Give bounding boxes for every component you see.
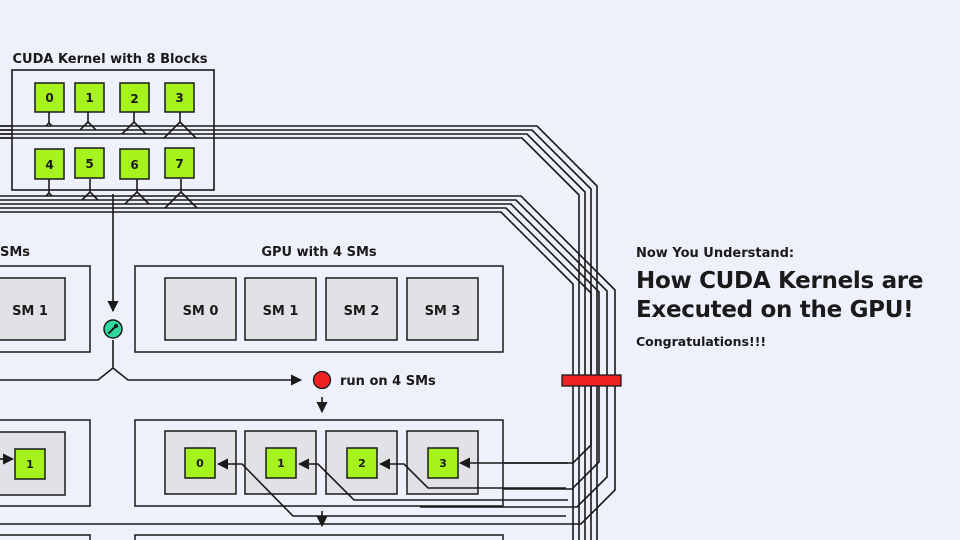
run-status: run on 4 SMs	[312, 370, 436, 414]
gpu-right-overview: GPU with 4 SMs SM 0 SM 1 SM 2 SM 3	[134, 245, 504, 353]
sm-label: SM 1	[12, 304, 48, 319]
kernel-title: CUDA Kernel with 8 Blocks	[12, 52, 207, 67]
gpu-left-title: SMs	[0, 245, 30, 260]
sm-label: SM 1	[263, 304, 299, 319]
wrench-icon	[108, 324, 118, 334]
gpu-frame	[134, 265, 504, 353]
status-dot	[312, 370, 332, 390]
block-4: 4	[34, 148, 65, 180]
block-label: 0	[45, 91, 53, 105]
block-label: 5	[85, 157, 93, 171]
cuda-kernel: CUDA Kernel with 8 Blocks 0 1 2 3 4 5 6 …	[0, 52, 215, 209]
block-7: 7	[164, 147, 195, 179]
summary-headline-2: Executed on the GPU!	[636, 297, 914, 323]
block-label: 4	[45, 158, 53, 172]
congratulations-text: Congratulations!!!	[636, 334, 767, 349]
assigned-block-2: 2	[346, 447, 378, 479]
sm-label: SM 3	[425, 304, 461, 319]
kernel-blocks: 0 1 2 3 4 5 6 7	[34, 82, 195, 180]
sm-1: SM 1	[244, 277, 317, 341]
scheduler-node[interactable]	[103, 319, 123, 339]
run-status-label: run on 4 SMs	[340, 374, 436, 389]
block-label: 6	[130, 158, 138, 172]
sm-tile	[0, 277, 66, 341]
block-0: 0	[34, 82, 65, 113]
assigned-block-3: 3	[427, 447, 459, 479]
block-2: 2	[119, 82, 150, 113]
block-label: 1	[277, 457, 285, 470]
gpu-right-title: GPU with 4 SMs	[261, 245, 377, 260]
block-6: 6	[119, 148, 150, 180]
block-label: 7	[175, 157, 183, 171]
bus-clamp	[561, 374, 622, 387]
summary-headline-1: How CUDA Kernels are	[636, 268, 924, 294]
block-label: 3	[175, 91, 183, 105]
assigned-block-1: 1	[265, 447, 297, 479]
sm-label: SM 0	[183, 304, 219, 319]
block-label: 2	[358, 457, 366, 470]
branch-arrows	[0, 340, 301, 380]
block-label: 2	[130, 92, 138, 106]
sm-2: SM 2	[325, 277, 398, 341]
block-1: 1	[74, 82, 105, 113]
block-label: 1	[85, 91, 93, 105]
block-3: 3	[164, 82, 195, 113]
summary-intro: Now You Understand:	[636, 246, 795, 261]
sm-label: SM 2	[344, 304, 380, 319]
block-label: 1	[26, 458, 34, 471]
sm-3: SM 3	[406, 277, 479, 341]
assigned-block-0: 0	[184, 447, 216, 479]
gpu-left: SMs SM 1 1	[0, 245, 91, 540]
block-1	[14, 448, 46, 480]
sm-0: SM 0	[164, 277, 237, 341]
block-5: 5	[74, 147, 105, 179]
block-label: 0	[196, 457, 204, 470]
summary-panel: Now You Understand: How CUDA Kernels are…	[636, 246, 923, 349]
gpu-right-execution: 0 1 2 3	[134, 419, 568, 540]
block-label: 3	[439, 457, 447, 470]
